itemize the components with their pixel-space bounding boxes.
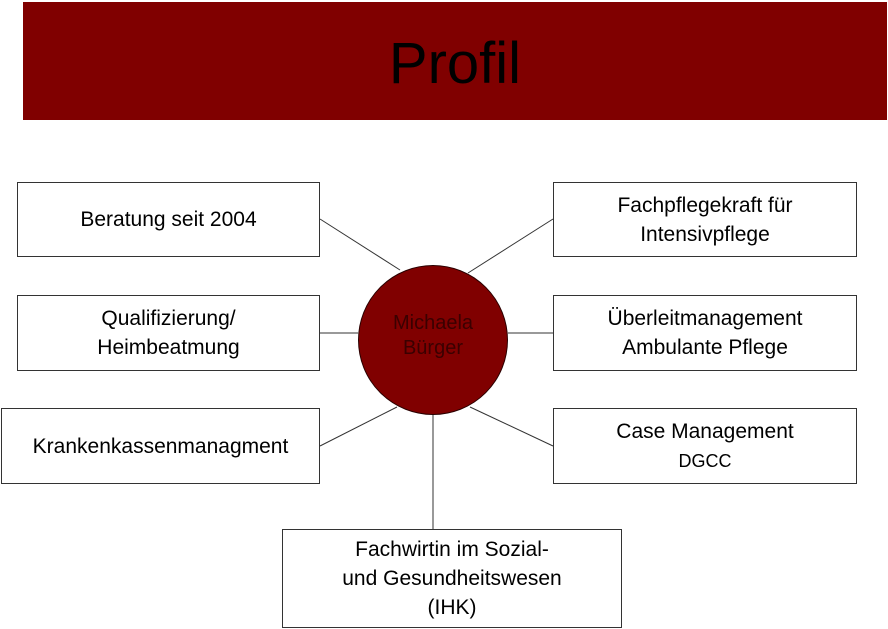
node-ueberleitmanagement: Überleitmanagement Ambulante Pflege <box>553 295 857 371</box>
case-management-line2: DGCC <box>678 450 732 471</box>
connector-fachpflege <box>467 218 554 274</box>
connector-krankenkassen <box>319 406 398 447</box>
node-krankenkassen: Krankenkassenmanagment <box>1 408 320 484</box>
page-title: Profil <box>388 30 522 96</box>
node-qualifizierung-label: Qualifizierung/ Heimbeatmung <box>97 307 240 359</box>
node-fachwirtin-label: Fachwirtin im Sozial- und Gesundheitswes… <box>342 538 562 619</box>
node-fachpflegekraft-label: Fachpflegekraft für Intensivpflege <box>617 193 793 246</box>
node-krankenkassen-label: Krankenkassenmanagment <box>32 434 289 458</box>
center-node-label: Michaela Bürger <box>392 312 474 359</box>
title-banner: Profil <box>23 2 887 120</box>
connector-case-management <box>469 406 554 447</box>
node-qualifizierung: Qualifizierung/ Heimbeatmung <box>17 295 320 371</box>
connector-beratung <box>319 218 401 271</box>
node-ueberleitmanagement-label: Überleitmanagement Ambulante Pflege <box>607 307 803 359</box>
node-beratung: Beratung seit 2004 <box>17 182 320 257</box>
node-fachwirtin: Fachwirtin im Sozial- und Gesundheitswes… <box>282 529 622 628</box>
node-beratung-label: Beratung seit 2004 <box>80 208 257 231</box>
center-node: Michaela Bürger <box>358 265 508 415</box>
node-fachpflegekraft: Fachpflegekraft für Intensivpflege <box>553 182 857 257</box>
case-management-line1: Case Management <box>616 419 794 443</box>
